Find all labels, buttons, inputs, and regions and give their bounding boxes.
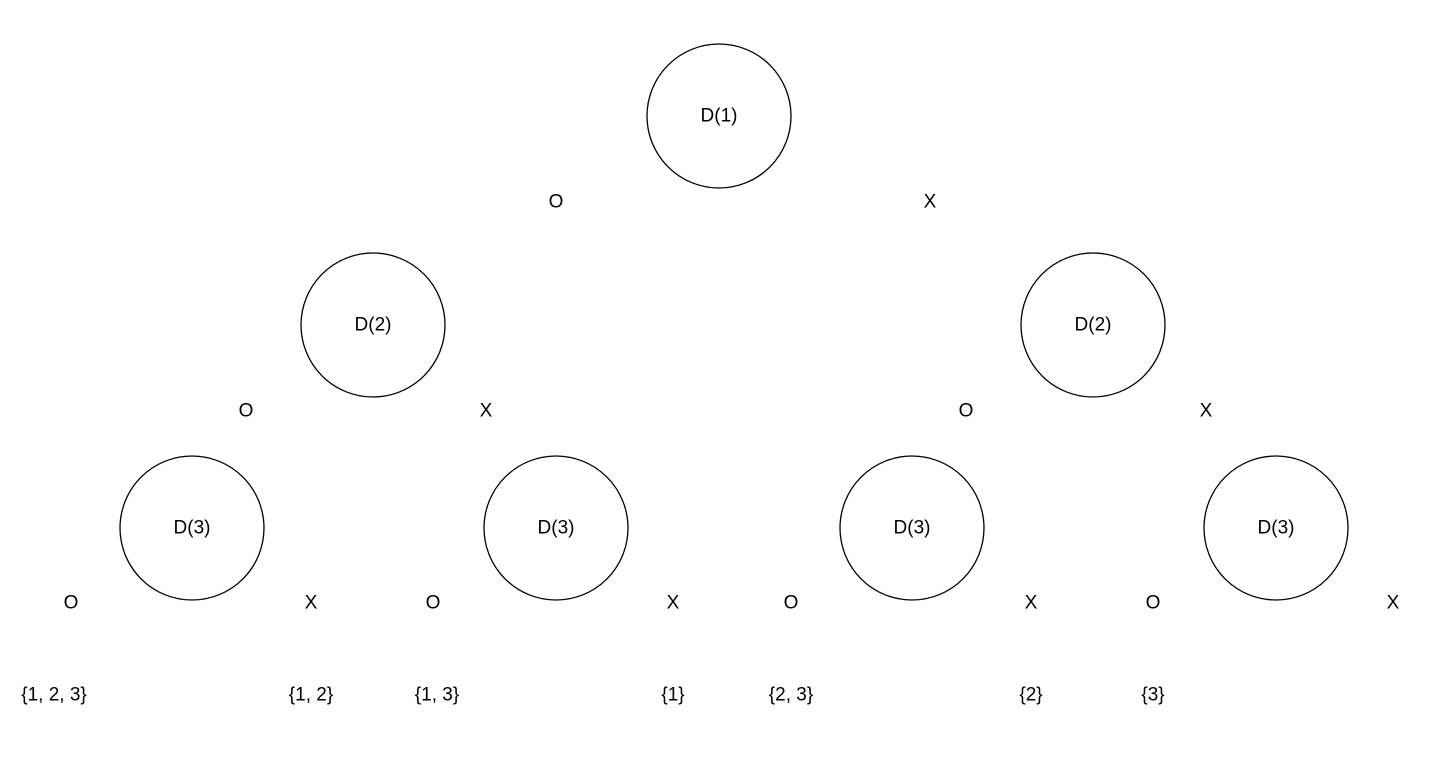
leaf-set-label: {3}	[1141, 685, 1164, 706]
tree-node-root: D(1)	[646, 43, 792, 189]
edge-label-o: O	[784, 593, 799, 614]
leaf-set-label: {2, 3}	[769, 685, 813, 706]
node-circle	[300, 252, 446, 398]
node-label: D(2)	[355, 315, 392, 336]
node-label: D(3)	[174, 518, 211, 539]
edge-label-x: X	[1200, 401, 1213, 422]
leaf-set-label: {1, 2}	[289, 685, 333, 706]
node-circle	[1020, 252, 1166, 398]
node-circle	[839, 455, 985, 601]
edge-label-o: O	[64, 593, 79, 614]
edge-label-o: O	[239, 401, 254, 422]
edge-label-o: O	[959, 401, 974, 422]
edge-label-x: X	[667, 593, 680, 614]
edge-label-o: O	[549, 192, 564, 213]
edge-label-o: O	[1146, 593, 1161, 614]
node-circle	[483, 455, 629, 601]
tree-node-right: D(2)	[1020, 252, 1166, 398]
tree-node-right-left: D(3)	[839, 455, 985, 601]
tree-node-left-right: D(3)	[483, 455, 629, 601]
leaf-set-label: {1, 2, 3}	[21, 685, 87, 706]
tree-node-left: D(2)	[300, 252, 446, 398]
edge-label-x: X	[924, 192, 937, 213]
tree-node-right-right: D(3)	[1203, 455, 1349, 601]
node-circle	[119, 455, 265, 601]
edge-label-o: O	[426, 593, 441, 614]
leaf-set-label: {2}	[1019, 685, 1042, 706]
node-label: D(3)	[1258, 518, 1295, 539]
edge-label-x: X	[1387, 593, 1400, 614]
node-circle	[1203, 455, 1349, 601]
node-label: D(3)	[894, 518, 931, 539]
node-circle	[646, 43, 792, 189]
node-label: D(3)	[538, 518, 575, 539]
edge-label-x: X	[1025, 593, 1038, 614]
leaf-set-label: {1}	[661, 685, 684, 706]
node-label: D(1)	[701, 106, 738, 127]
edge-label-x: X	[305, 593, 318, 614]
tree-node-left-left: D(3)	[119, 455, 265, 601]
edge-label-x: X	[480, 401, 493, 422]
node-label: D(2)	[1075, 315, 1112, 336]
leaf-set-label: {1, 3}	[415, 685, 459, 706]
